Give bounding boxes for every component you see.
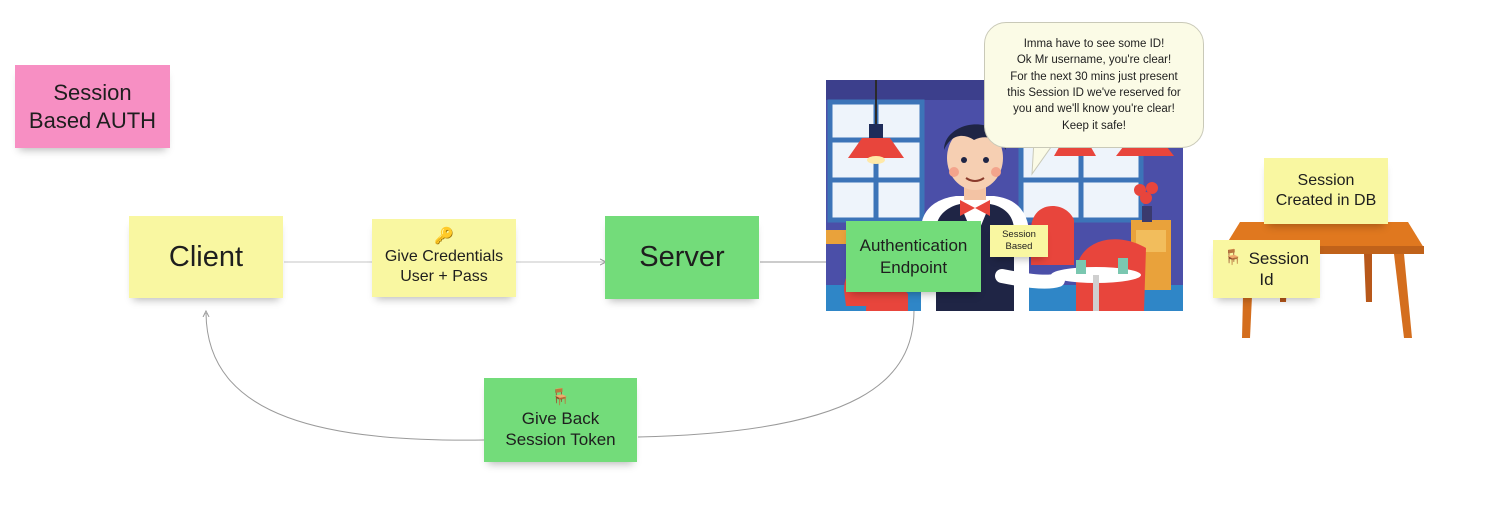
client-sticky-note[interactable]: Client	[129, 216, 283, 298]
session-based-line-1: Session	[1002, 228, 1036, 240]
auth-endpoint-sticky-note[interactable]: Authentication Endpoint	[846, 221, 981, 292]
server-sticky-note[interactable]: Server	[605, 216, 759, 299]
credentials-sticky-note[interactable]: 🔑 Give Credentials User + Pass	[372, 219, 516, 297]
credentials-line-2: User + Pass	[400, 268, 488, 285]
speech-bubble-tail	[1031, 140, 1057, 176]
client-text: Client	[168, 240, 244, 273]
title-sticky-note[interactable]: Session Based AUTH	[15, 65, 170, 148]
key-icon: 🔑	[434, 228, 454, 245]
speech-bubble[interactable]: Imma have to see some ID! Ok Mr username…	[984, 22, 1204, 148]
session-based-line-2: Based	[1005, 241, 1033, 252]
session-id-sticky-note[interactable]: 🪑 Session Id	[1213, 240, 1320, 298]
session-db-sticky-note[interactable]: Session Created in DB	[1264, 158, 1388, 224]
speech-bubble-text: Imma have to see some ID! Ok Mr username…	[1007, 38, 1181, 132]
credentials-line-1: Give Credentials	[384, 248, 504, 265]
server-text: Server	[639, 241, 725, 274]
session-based-tag[interactable]: Session Based	[990, 225, 1048, 257]
chair-icon: 🪑	[1223, 249, 1243, 266]
chair-icon: 🪑	[550, 388, 571, 406]
session-db-line-2: Created in DB	[1275, 192, 1377, 209]
title-text: Session Based AUTH	[28, 80, 157, 133]
auth-line-2: Endpoint	[879, 257, 948, 277]
auth-to-give-back-connector	[637, 309, 915, 438]
session-id-line-1: Session	[1248, 248, 1310, 268]
session-id-line-2: Id	[1259, 270, 1274, 289]
auth-line-1: Authentication	[859, 236, 968, 256]
give-back-line-1: Give Back	[521, 408, 600, 428]
give-back-to-client-connector	[206, 313, 485, 441]
give-back-sticky-note[interactable]: 🪑 Give Back Session Token	[484, 378, 637, 462]
session-db-line-1: Session	[1297, 172, 1355, 189]
give-back-line-2: Session Token	[505, 430, 616, 449]
